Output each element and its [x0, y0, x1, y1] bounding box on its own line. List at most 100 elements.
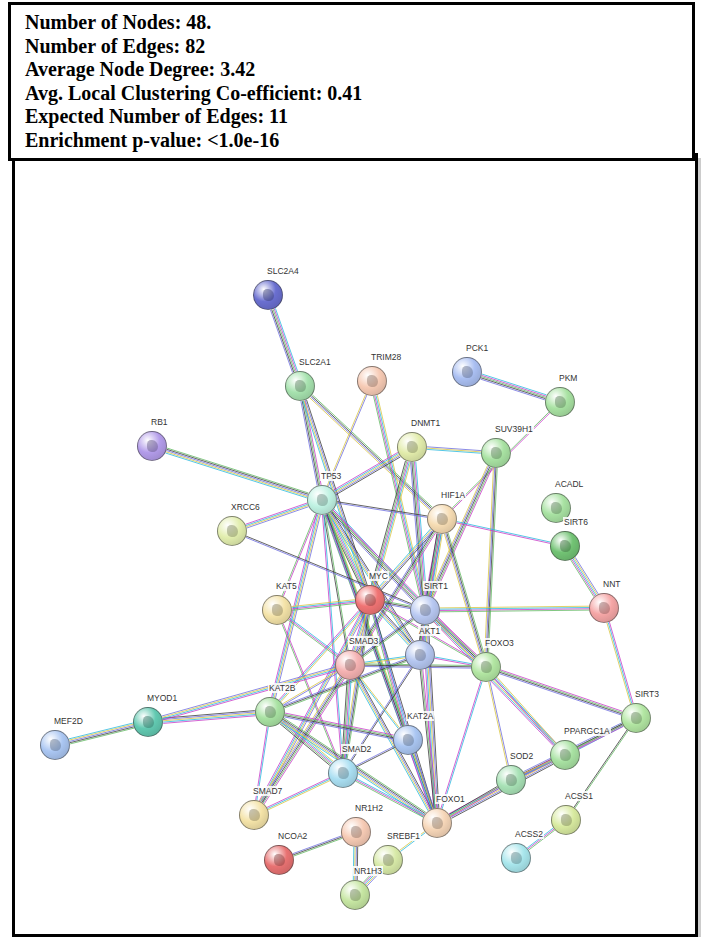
edge-strand	[288, 620, 337, 657]
stats-box: Number of Nodes: 48.Number of Edges: 82A…	[8, 2, 695, 161]
edge-strand	[482, 375, 546, 396]
edge-strand	[302, 401, 318, 486]
edge-strand	[434, 622, 553, 746]
edge-strand	[500, 674, 622, 715]
protein-label: SLC2A1	[298, 357, 332, 367]
protein-node: ACSS2	[501, 843, 531, 873]
edge-strand	[373, 461, 407, 585]
protein-node: TP53	[307, 485, 337, 515]
edge-strand	[162, 667, 335, 716]
edge-strand	[435, 657, 472, 664]
structure-glyph	[561, 814, 572, 826]
structure-glyph	[551, 502, 562, 514]
stat-text: Expected Number of Edges: 11	[25, 105, 678, 129]
edge-strand	[481, 378, 545, 399]
protein-node: KAT5	[262, 595, 292, 625]
protein-node: SMAD2	[328, 758, 358, 788]
edge-strand	[162, 668, 335, 717]
interaction-edge	[411, 754, 434, 810]
structure-glyph	[462, 366, 473, 378]
edge-strand	[273, 309, 295, 372]
protein-node: PPARGC1A	[550, 740, 580, 770]
interaction-edge	[162, 667, 336, 720]
edge-strand	[524, 761, 551, 773]
edge-strand	[69, 724, 133, 740]
protein-label: FOXO3	[484, 638, 515, 648]
edge-strand	[271, 310, 293, 373]
edge-strand	[70, 727, 134, 743]
protein-node: NNT	[589, 593, 619, 623]
edge-strand	[449, 760, 551, 814]
edge-strand	[167, 448, 308, 493]
protein-label: AKT1	[418, 626, 441, 636]
interaction-edge	[292, 600, 356, 611]
protein-node: SLC2A1	[285, 371, 315, 401]
protein-label: MEF2D	[53, 716, 84, 726]
edge-strand	[246, 536, 411, 604]
protein-label: PPARGC1A	[563, 726, 611, 736]
structure-glyph	[317, 494, 328, 506]
edge-strand	[450, 762, 552, 816]
interaction-edge	[440, 606, 589, 612]
structure-glyph	[227, 525, 238, 537]
protein-node: SLC2A4	[253, 280, 283, 310]
edge-strand	[609, 622, 633, 703]
edge-strand	[336, 456, 400, 494]
edge-strand	[284, 718, 426, 812]
interaction-edge	[271, 308, 298, 372]
edge-strand	[283, 719, 425, 813]
protein-label: NR1H2	[354, 803, 384, 813]
protein-node: DNMT1	[397, 432, 427, 462]
edge-strand	[525, 762, 552, 774]
protein-label: SOD2	[509, 751, 534, 761]
edge-strand	[487, 468, 496, 652]
structure-glyph	[351, 826, 362, 838]
edge-strand	[413, 462, 424, 595]
structure-glyph	[415, 649, 426, 661]
protein-label: SIRT3	[634, 689, 660, 699]
protein-label: PCK1	[465, 343, 489, 353]
protein-label: NR1H3	[353, 866, 383, 876]
structure-glyph	[420, 604, 431, 616]
structure-glyph	[560, 540, 571, 552]
protein-label: ACSS1	[564, 791, 594, 801]
edge-strand	[166, 453, 307, 498]
protein-label: SMAD3	[348, 636, 379, 646]
edge-strand	[334, 452, 398, 490]
structure-glyph	[511, 852, 522, 864]
structure-glyph	[555, 396, 566, 408]
edge-strand	[451, 763, 553, 817]
edge-strand	[501, 670, 623, 711]
edge-strand	[304, 401, 365, 586]
edge-strand	[301, 401, 317, 486]
protein-node: NR1H2	[341, 817, 371, 847]
protein-label: KAT2A	[406, 711, 434, 721]
protein-node: PCK1	[452, 357, 482, 387]
stat-text: Number of Edges: 82	[25, 35, 678, 59]
structure-glyph	[506, 774, 517, 786]
edge-strand	[574, 558, 597, 595]
edge-strand	[334, 454, 398, 492]
interaction-edge	[452, 412, 550, 509]
edge-strand	[457, 522, 551, 543]
structure-glyph	[272, 604, 283, 616]
protein-node: SMAD3	[335, 650, 365, 680]
edge-strand	[283, 720, 425, 814]
interaction-edge	[337, 502, 428, 518]
structure-glyph	[249, 809, 260, 821]
edge-strand	[573, 559, 596, 596]
protein-node: FOXO3	[471, 652, 501, 682]
interaction-edge	[303, 400, 367, 587]
edge-strand	[489, 468, 498, 652]
structure-glyph	[407, 441, 418, 453]
stat-text: Enrichment p-value: <1.0e-16	[25, 129, 678, 153]
interaction-edge	[489, 682, 509, 766]
edge-strand	[442, 682, 482, 809]
edge-strand	[485, 468, 494, 652]
protein-label: SMAD7	[252, 786, 283, 796]
protein-node: SUV39H1	[481, 438, 511, 468]
protein-label: NNT	[602, 579, 621, 589]
structure-glyph	[481, 661, 492, 673]
edge-strand	[427, 449, 481, 453]
